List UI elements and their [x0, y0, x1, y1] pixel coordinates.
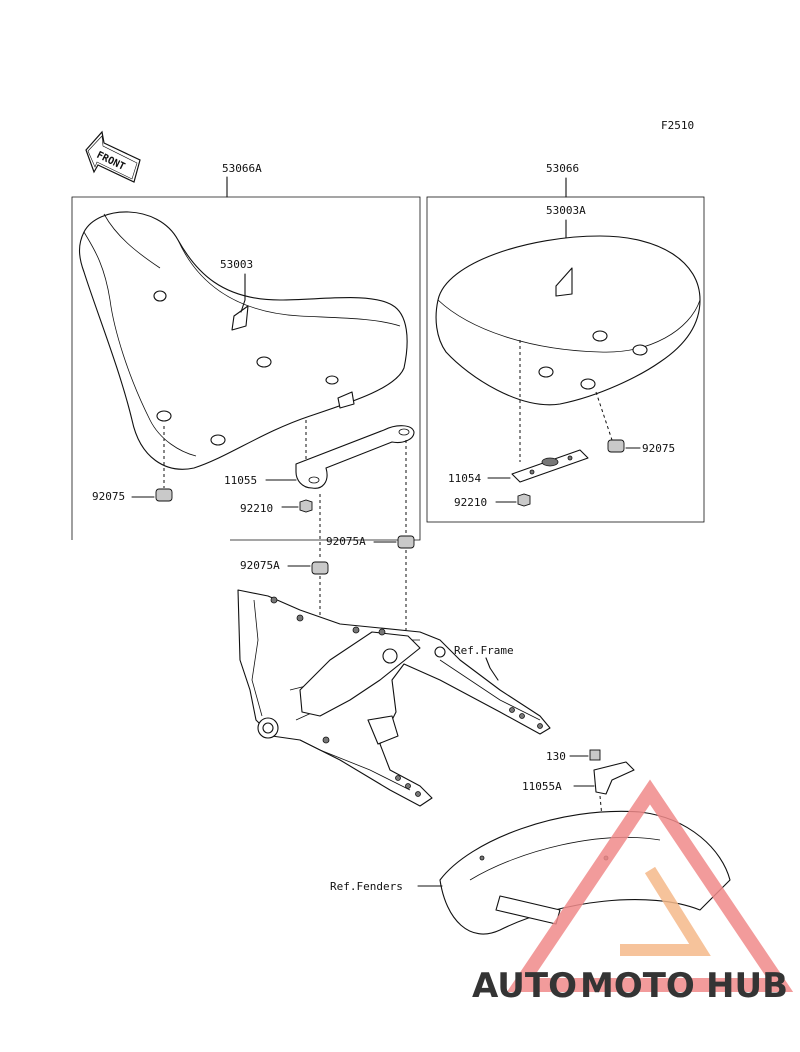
part-number-fender-bracket: 11055A [522, 780, 562, 793]
rider-seat-drawing [78, 211, 408, 470]
part-number-rider-seat-bracket: 11055 [224, 474, 257, 487]
seat-boss [325, 375, 339, 385]
nut-92210 [517, 493, 531, 507]
pillion-seat-drawing [435, 235, 701, 406]
part-number-pillion-seat-nut: 92210 [454, 496, 487, 509]
nut-92210 [299, 499, 313, 513]
ref-fenders-label: Ref.Fenders [330, 880, 403, 893]
damper-92075 [607, 439, 625, 453]
watermark-part2: MOTO [580, 966, 695, 1006]
damper-92075a [311, 561, 329, 575]
damper-92075 [155, 488, 173, 502]
fender-hardware: 130 11055A [522, 749, 635, 861]
part-number-frame-damper-right: 92075A [326, 535, 366, 548]
part-number-pillion-seat-bracket: 11054 [448, 472, 481, 485]
bracket-11055a [593, 761, 635, 795]
fender-drawing: Ref.Fenders [330, 810, 731, 935]
part-number-rider-seat-nut: 92210 [240, 502, 273, 515]
watermark-triangle-icon [506, 779, 794, 992]
frame-drawing: Ref.Frame [237, 589, 551, 807]
pillion-seat-box [426, 196, 705, 523]
seat-tab [337, 391, 355, 409]
part-number-pillion-seat-assy: 53066 [546, 162, 579, 175]
frame-dampers: 92075A 92075A [240, 440, 415, 670]
part-number-fender-bolt: 130 [546, 750, 566, 763]
figure-code: F2510 [661, 119, 694, 132]
watermark-logo: AUTO MOTO HUB [472, 779, 794, 1006]
watermark-part3: HUB [706, 966, 788, 1006]
part-number-pillion-seat-cover: 53003A [546, 204, 586, 217]
seat-hole [153, 290, 167, 302]
seat-boss [256, 356, 272, 368]
seat-cover-tab [231, 305, 249, 331]
leader-line [485, 657, 499, 681]
dashed-guide [595, 391, 613, 441]
bolt-130 [589, 749, 601, 761]
part-number-rider-seat-cover: 53003 [220, 258, 253, 271]
part-number-rider-seat-assy: 53066A [222, 162, 262, 175]
ref-frame-label: Ref.Frame [454, 644, 514, 657]
bracket-11055 [295, 425, 415, 489]
damper-92075a [397, 535, 415, 549]
seat-boss [210, 434, 226, 446]
watermark-part1: AUTO [472, 966, 577, 1006]
rider-seat-group: 53066A 53003 92075 11055 92210 [71, 162, 421, 541]
pillion-seat-group: 53066 53003A 92075 11054 92210 [426, 162, 705, 523]
part-number-pillion-seat-damper: 92075 [642, 442, 675, 455]
rider-seat-box [71, 196, 421, 541]
part-number-rider-seat-damper: 92075 [92, 490, 125, 503]
leader-line [240, 273, 246, 313]
front-arrow-icon: FRONT [85, 130, 141, 183]
part-number-frame-damper-left: 92075A [240, 559, 280, 572]
seat-boss [156, 410, 172, 422]
